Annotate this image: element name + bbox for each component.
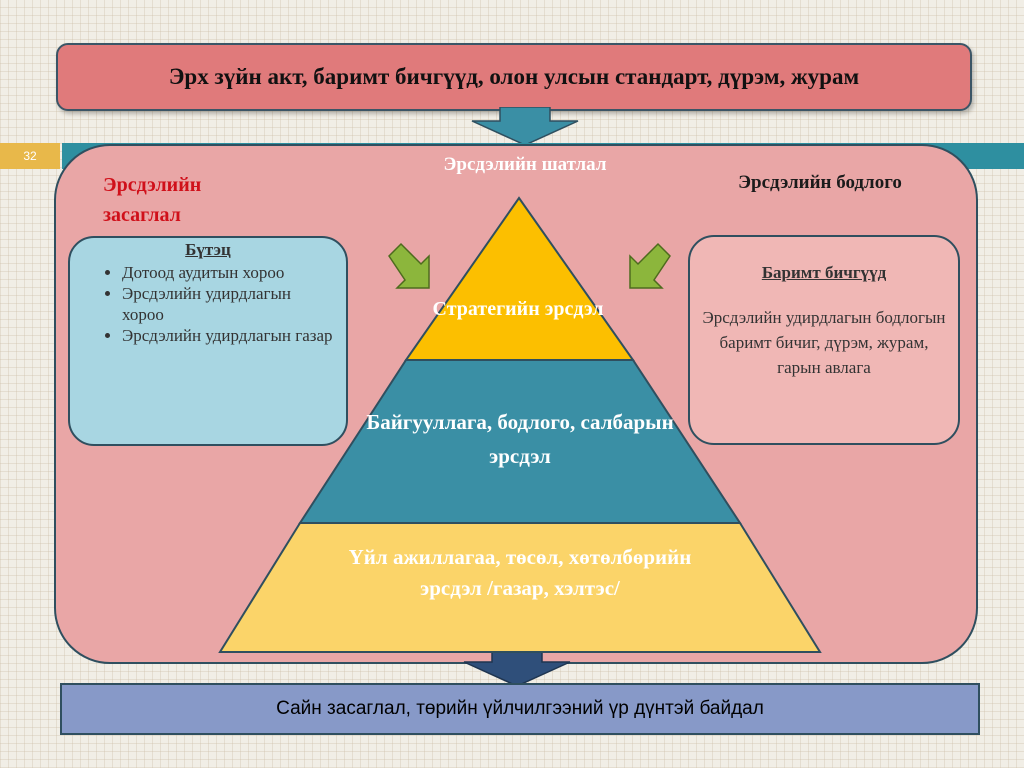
risk-governance-label: Эрсдэлийн засаглал xyxy=(103,174,202,226)
structure-list: Дотоод аудитын хороо Эрсдэлийн удирдлагы… xyxy=(80,262,336,346)
legal-framework-text: Эрх зүйн акт, баримт бичгүүд, олон улсын… xyxy=(168,64,860,89)
risk-hierarchy-label: Эрсдэлийн шатлал xyxy=(443,154,607,175)
list-item: Дотоод аудитын хороо xyxy=(122,262,336,283)
structure-box: Бүтэц Дотоод аудитын хороо Эрсдэлийн уди… xyxy=(68,236,348,446)
outcome-box: Сайн засаглал, төрийн үйлчилгээний үр дү… xyxy=(60,683,980,735)
pyramid-tier-strategic xyxy=(404,196,635,361)
structure-title: Бүтэц xyxy=(185,240,231,259)
outcome-text: Сайн засаглал, төрийн үйлчилгээний үр дү… xyxy=(276,698,764,719)
risk-policy-label: Эрсдэлийн бодлого xyxy=(738,172,902,193)
pyramid-label-operational: Үйл ажиллагаа, төсөл, хөтөлбөрийн эрсдэл… xyxy=(348,545,692,600)
pyramid-tier-operational xyxy=(218,522,822,653)
legal-framework-box: Эрх зүйн акт, баримт бичгүүд, олон улсын… xyxy=(56,43,972,111)
risk-pyramid xyxy=(218,196,822,653)
pyramid-label-strategic: Стратегийн эрсдэл xyxy=(432,298,604,320)
documents-text: Эрсдэлийн удирдлагын бодлогын баримт бич… xyxy=(702,308,946,377)
list-item: Эрсдэлийн удирдлагын хороо xyxy=(122,283,336,325)
green-arrow-right-icon xyxy=(629,242,671,289)
documents-title: Баримт бичгүүд xyxy=(761,263,887,282)
green-arrow-left-icon xyxy=(388,242,430,289)
down-arrow-icon xyxy=(471,107,579,146)
list-item: Эрсдэлийн удирдлагын газар xyxy=(122,325,336,346)
slide-number: 32 xyxy=(0,143,60,169)
documents-box: Баримт бичгүүд Эрсдэлийн удирдлагын бодл… xyxy=(688,235,960,445)
pyramid-label-organizational: Байгууллага, бодлого, салбарын эрсдэл xyxy=(366,410,674,468)
